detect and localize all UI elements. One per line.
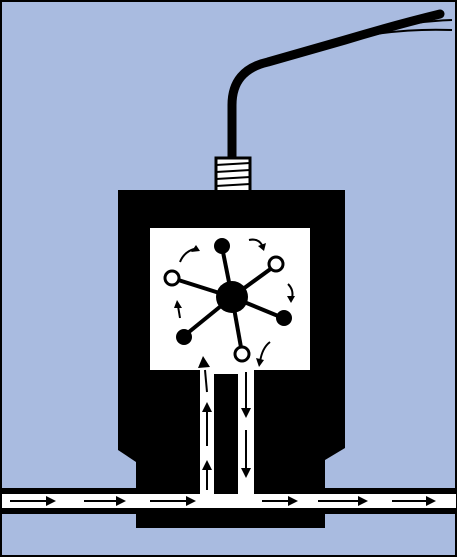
flow-arrow xyxy=(198,356,210,368)
flow-arrow xyxy=(288,496,298,506)
threaded-connector xyxy=(214,156,252,194)
rotation-arrow xyxy=(179,248,195,263)
rotor-end-hollow xyxy=(163,269,181,287)
flow-arrow xyxy=(241,468,251,478)
rotation-arrows xyxy=(174,238,295,367)
rotor-end-hollow xyxy=(267,255,285,273)
flow-arrow xyxy=(116,496,126,506)
flow-arrow xyxy=(202,402,212,412)
flow-arrows xyxy=(10,356,436,506)
flow-arrow xyxy=(241,408,251,418)
flow-arrow xyxy=(46,496,56,506)
flow-arrow xyxy=(426,496,436,506)
flow-arrow xyxy=(186,496,196,506)
rotation-arrow xyxy=(248,238,263,246)
sensor-cable xyxy=(227,9,453,163)
flow-channel xyxy=(2,372,456,508)
rotor xyxy=(163,238,292,363)
rotor-hub xyxy=(216,281,248,313)
flow-arrow xyxy=(358,496,368,506)
rotor-end-hollow xyxy=(233,345,251,363)
rotor-end-filled xyxy=(176,329,192,345)
flow-arrow xyxy=(202,460,212,470)
rotor-end-filled xyxy=(276,310,292,326)
rotor-end-filled xyxy=(214,238,230,254)
